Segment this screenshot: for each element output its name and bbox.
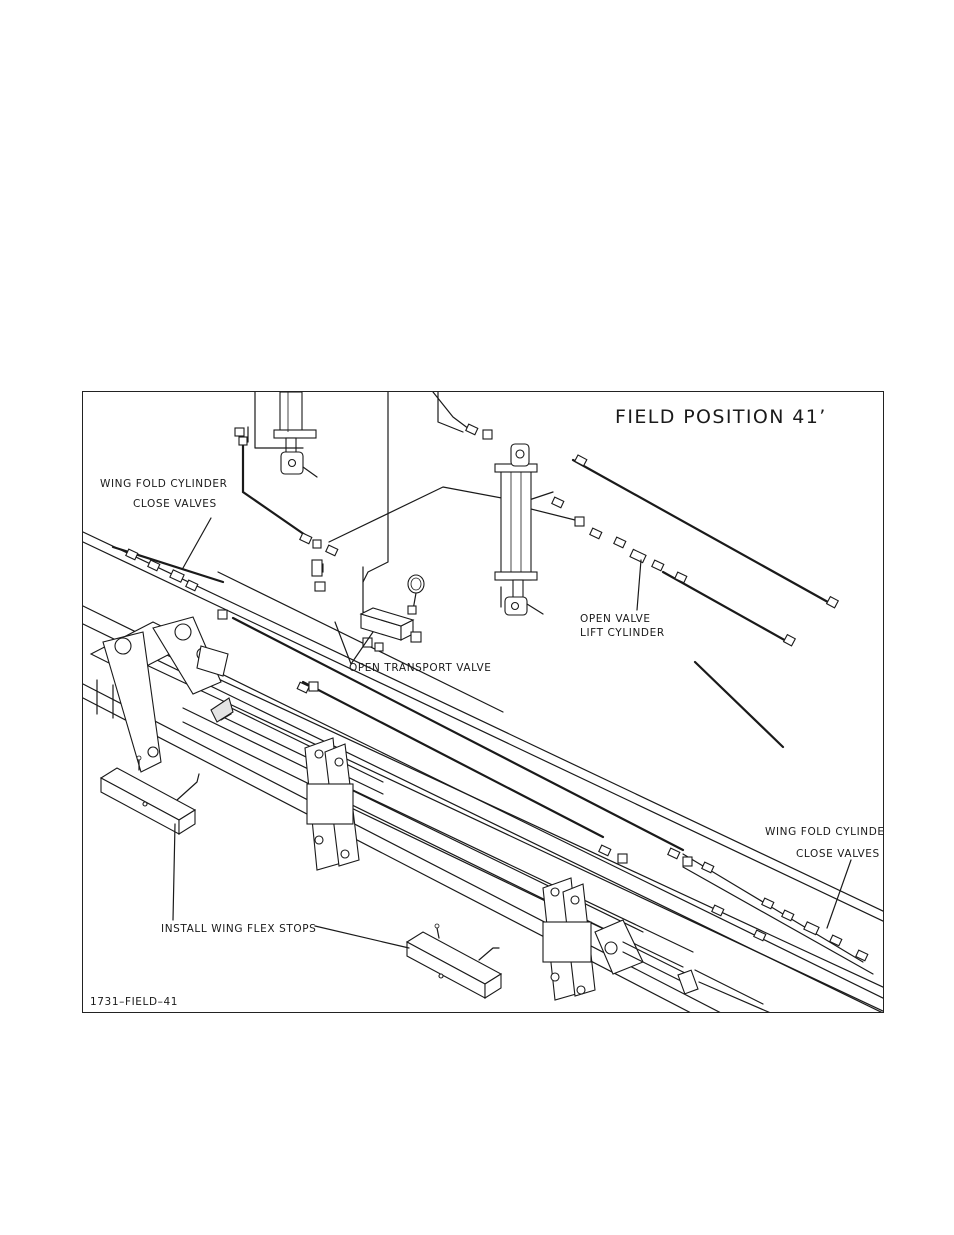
callout-wing-fold-left-line1: WING FOLD CYLINDER xyxy=(100,479,228,490)
callout-open-valve-line1: OPEN VALVE xyxy=(580,614,651,625)
hose-fittings xyxy=(126,424,868,961)
transport-valve-block xyxy=(312,560,424,651)
callout-wing-fold-right-line1: WING FOLD CYLINDER xyxy=(765,827,884,838)
callout-install-wing-flex-stops: INSTALL WING FLEX STOPS xyxy=(161,924,316,935)
figure-title: FIELD POSITION 41’ xyxy=(615,408,827,427)
callout-open-valve-line2: LIFT CYLINDER xyxy=(580,628,665,639)
callout-wing-fold-right-line2: CLOSE VALVES xyxy=(796,849,880,860)
main-frame-beams xyxy=(83,532,884,1013)
diagram-frame: FIELD POSITION 41’ WING FOLD CYLINDER CL… xyxy=(82,391,884,1013)
callout-open-transport-valve: OPEN TRANSPORT VALVE xyxy=(349,663,492,674)
callout-wing-fold-left-line2: CLOSE VALVES xyxy=(133,499,217,510)
wing-fold-cylinder-lower xyxy=(595,920,773,1013)
drawing-id: 1731–FIELD–41 xyxy=(90,997,178,1008)
lift-cylinder xyxy=(495,444,543,615)
wing-flex-stop-right xyxy=(407,924,501,998)
wing-fold-cylinder-top xyxy=(255,392,317,477)
